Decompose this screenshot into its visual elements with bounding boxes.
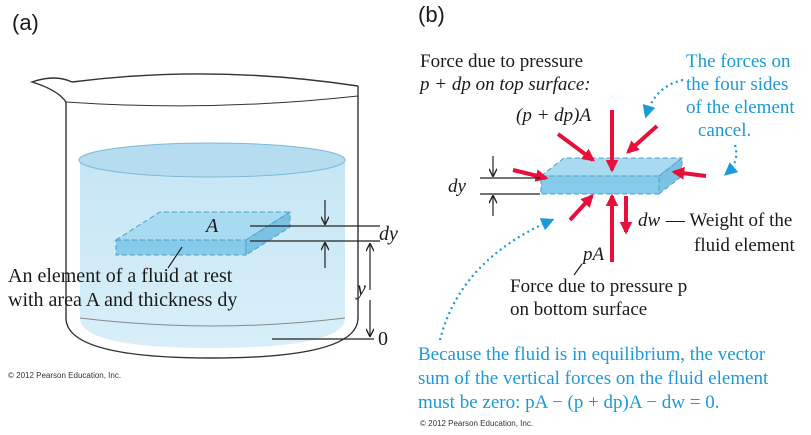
caption-line-2: with area A and thickness dy: [8, 289, 237, 311]
equilibrium-line-2: sum of the vertical forces on the fluid …: [418, 368, 769, 389]
dy-label-a: dy: [379, 223, 398, 245]
panel-a: (a) A dy: [8, 10, 398, 380]
caption-line-1: An element of a fluid at rest: [8, 265, 233, 287]
panel-b: (b) Force due to pressure p + dp on top …: [418, 2, 795, 428]
sides-note-line-4: cancel.: [698, 120, 751, 141]
fluid-element-slab: [114, 211, 292, 256]
bottom-force-line-2: on bottom surface: [510, 299, 647, 320]
zero-label: 0: [378, 328, 388, 350]
sides-note-line-3: of the element: [686, 97, 795, 118]
bottom-force-leader: [573, 263, 583, 276]
panel-b-label: (b): [418, 2, 445, 27]
side-force-arrow-back-left: [556, 132, 596, 162]
side-force-arrow-right: [671, 166, 707, 180]
force-arrows: [512, 110, 707, 262]
bottom-force-line-1: Force due to pressure p: [510, 276, 687, 297]
caption-leader: [167, 246, 183, 269]
side-force-arrow-front-left: [568, 194, 594, 222]
top-force-expr: (p + dp)A: [516, 105, 591, 126]
sides-note-line-1: The forces on: [686, 51, 791, 72]
copyright-a: © 2012 Pearson Education, Inc.: [8, 371, 121, 380]
sides-note-line-2: the four sides: [686, 74, 788, 95]
area-label: A: [204, 215, 219, 237]
copyright-b: © 2012 Pearson Education, Inc.: [420, 419, 533, 428]
dy-dimension-a: [250, 200, 380, 268]
side-force-arrow-back-right: [626, 124, 659, 154]
weight-symbol: dw: [638, 210, 661, 231]
bottom-force-expr: pA: [581, 244, 605, 265]
weight-label-line-1: — Weight of the: [665, 210, 792, 231]
weight-label-line-2: fluid element: [694, 235, 795, 256]
dy-label-b: dy: [448, 176, 467, 197]
sides-note-leader-top: [642, 78, 684, 119]
equilibrium-line-1: Because the fluid is in equilibrium, the…: [418, 344, 766, 365]
y-dimension: [272, 244, 374, 340]
side-force-arrow-left: [512, 168, 549, 182]
top-force-line-1: Force due to pressure: [420, 51, 583, 72]
dy-dimension-b: [480, 156, 540, 216]
sides-note-leader-right: [723, 144, 739, 176]
equilibrium-line-3: must be zero: pA − (p + dp)A − dw = 0.: [418, 392, 719, 413]
y-label: y: [355, 278, 366, 300]
top-force-line-2: p + dp on top surface:: [418, 74, 591, 95]
panel-a-label: (a): [12, 10, 39, 35]
beaker: [29, 73, 359, 359]
